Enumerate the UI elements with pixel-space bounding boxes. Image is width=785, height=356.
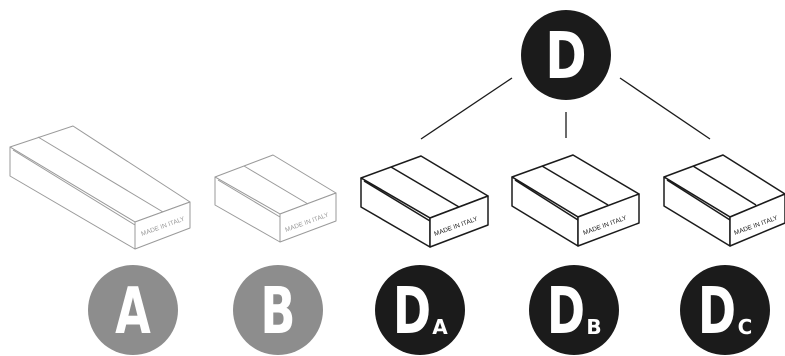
box-a: MADE IN ITALY [9, 125, 191, 250]
root-circle-letter: D [545, 19, 586, 94]
variant-circle-d-b-subscript: B [586, 315, 601, 339]
box-d-a: MADE IN ITALY [360, 155, 489, 248]
variant-circle-b-letter: B [260, 274, 295, 349]
variant-circle-a-letter: A [115, 274, 151, 349]
variant-circle-d-c: D C [680, 265, 770, 355]
variant-circle-d-b: D B [529, 265, 619, 355]
variant-circle-d-a-subscript: A [432, 315, 448, 339]
variant-circle-b: B [233, 265, 323, 355]
variant-circle-d-a: D A [375, 265, 465, 355]
connector-line-c [619, 77, 711, 140]
box-d-c: MADE IN ITALY [663, 154, 785, 247]
variant-circle-a: A [88, 265, 178, 355]
variant-circle-d-c-letter: D [698, 274, 736, 349]
variant-circle-d-c-subscript: C [738, 315, 753, 339]
box-b: MADE IN ITALY [214, 154, 337, 243]
connector-lines [420, 77, 711, 140]
root-circle-d: D [521, 10, 611, 100]
variant-circle-d-a-letter: D [393, 274, 431, 349]
connector-line-a [420, 77, 513, 140]
variant-circle-d-b-letter: D [547, 274, 585, 349]
box-d-b: MADE IN ITALY [511, 154, 640, 247]
